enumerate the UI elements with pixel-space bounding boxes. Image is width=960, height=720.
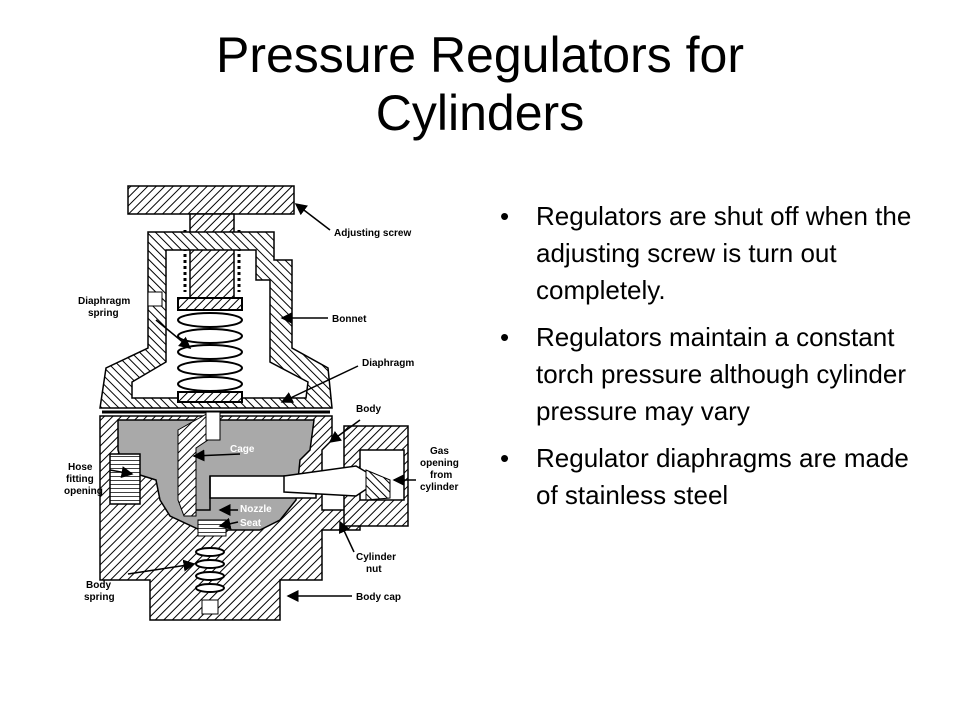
title-line-2: Cylinders — [375, 85, 585, 141]
label-hose-2: fitting — [66, 474, 94, 485]
bullet-text: Regulators are shut off when the adjusti… — [536, 201, 912, 305]
bullet-item: • Regulators maintain a constant torch p… — [496, 319, 916, 430]
title-line-1: Pressure Regulators for — [215, 27, 744, 83]
label-nozzle: Nozzle — [240, 504, 272, 515]
diaphragm-spring — [177, 297, 243, 403]
regulator-diagram: Adjusting screw Diaphragm spring Bonnet … — [64, 185, 459, 621]
label-body-cap: Body cap — [356, 592, 401, 603]
bonnet — [99, 231, 333, 409]
label-gas-3: from — [430, 470, 452, 481]
bullet-item: • Regulator diaphragms are made of stain… — [496, 440, 916, 514]
label-diaphragm-spring-2: spring — [88, 308, 119, 319]
label-cage: Cage — [230, 444, 255, 455]
adjusting-screw — [127, 185, 295, 303]
label-diaphragm: Diaphragm — [362, 358, 414, 369]
label-gas-4: cylinder — [420, 482, 458, 493]
label-gas-1: Gas — [430, 446, 449, 457]
bullet-list: • Regulators are shut off when the adjus… — [496, 198, 916, 524]
bullet-item: • Regulators are shut off when the adjus… — [496, 198, 916, 309]
label-cylinder-nut-2: nut — [366, 564, 382, 575]
bullet-text: Regulator diaphragms are made of stainle… — [536, 443, 909, 510]
slide-title: Pressure Regulators for Cylinders — [80, 26, 880, 142]
label-hose-3: opening — [64, 486, 103, 497]
label-bonnet: Bonnet — [332, 314, 367, 325]
label-gas-2: opening — [420, 458, 459, 469]
label-seat: Seat — [240, 518, 262, 529]
label-adjusting-screw: Adjusting screw — [334, 228, 411, 239]
label-body: Body — [356, 404, 381, 415]
bullet-glyph: • — [500, 443, 510, 473]
bullet-glyph: • — [500, 322, 510, 352]
label-body-spring-2: spring — [84, 592, 115, 603]
label-cylinder-nut-1: Cylinder — [356, 552, 396, 563]
bullet-glyph: • — [500, 201, 510, 231]
bullet-text: Regulators maintain a constant torch pre… — [536, 322, 906, 426]
label-body-spring-1: Body — [86, 580, 111, 591]
label-diaphragm-spring: Diaphragm — [78, 296, 130, 307]
label-hose-1: Hose — [68, 462, 93, 473]
